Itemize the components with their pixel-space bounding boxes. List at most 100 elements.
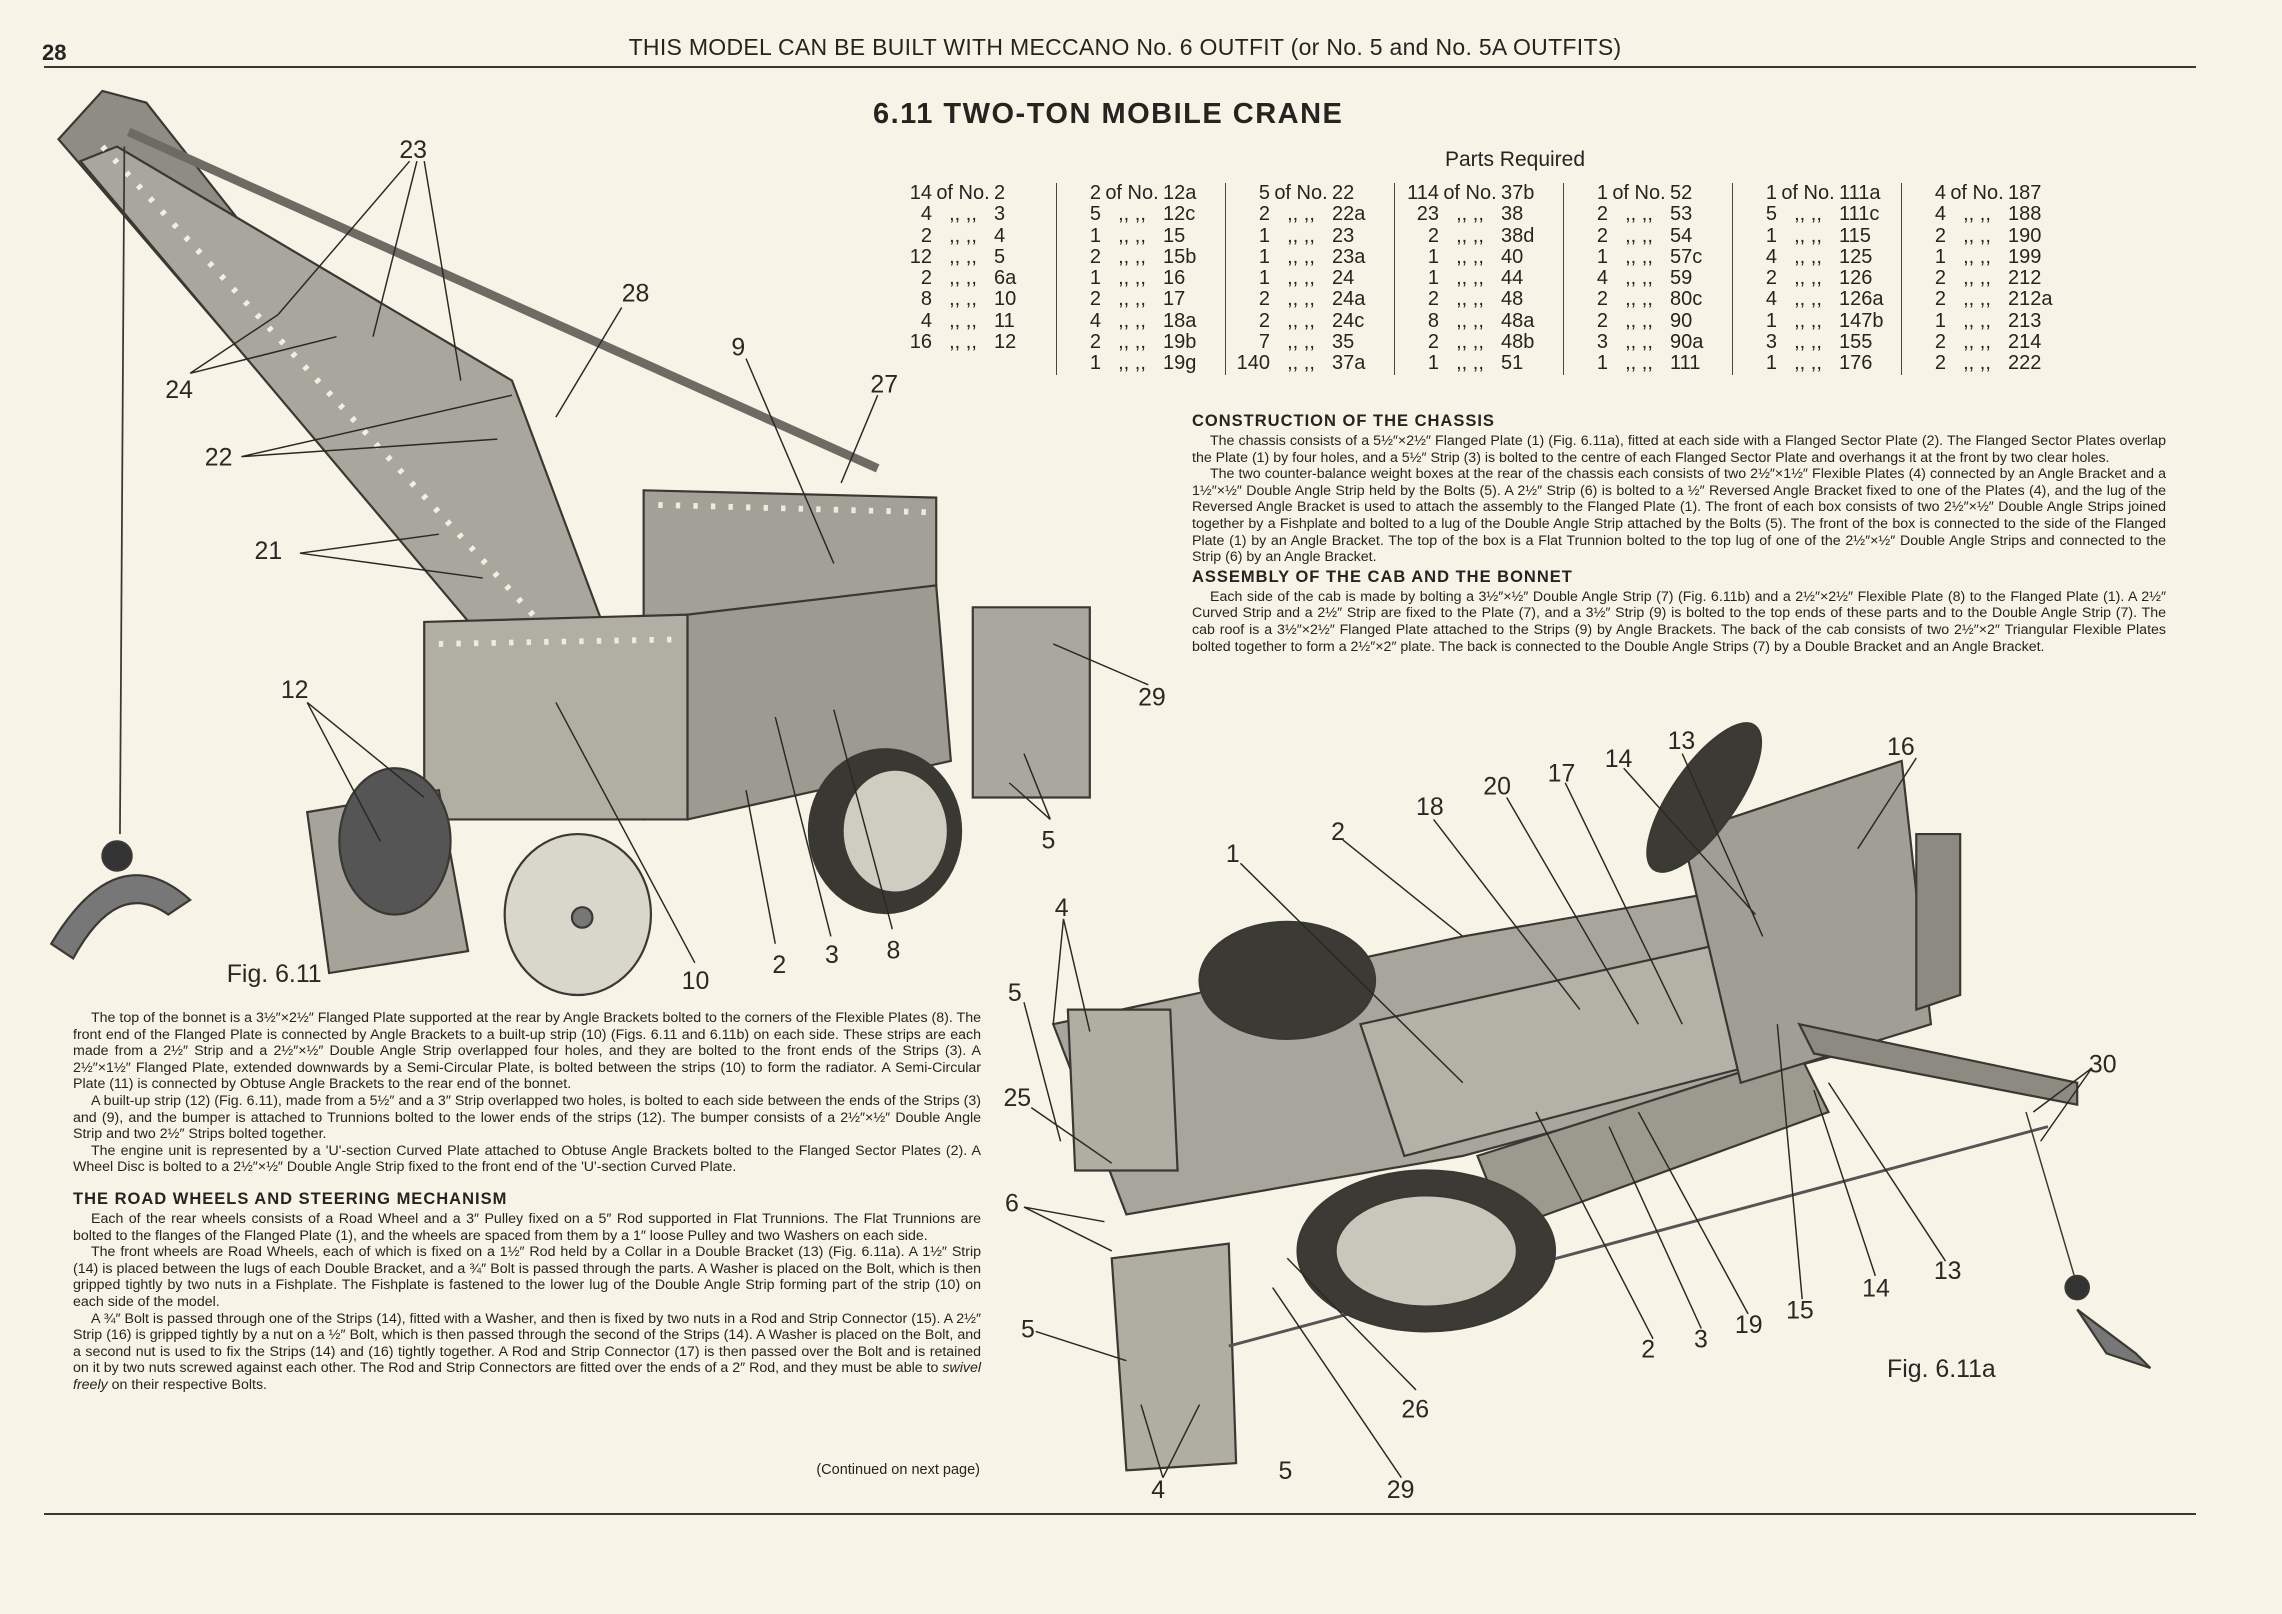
wheels-paragraph: The front wheels are Road Wheels, each o… bbox=[73, 1244, 981, 1310]
part-number: 214 bbox=[2008, 331, 2042, 354]
part-quantity: 2 bbox=[1089, 245, 1101, 268]
parts-row: 23,, ,,38 bbox=[1401, 203, 1551, 226]
part-of-label: ,, ,, bbox=[1287, 203, 1315, 226]
part-number: 18a bbox=[1163, 309, 1197, 332]
part-quantity: 2 bbox=[1427, 288, 1439, 311]
part-number: 126 bbox=[1839, 267, 1873, 290]
parts-row: 4,, ,,125 bbox=[1739, 246, 1889, 268]
part-of-label: of No. bbox=[1443, 182, 1497, 204]
part-number: 6a bbox=[994, 267, 1017, 290]
parts-required-label: Parts Required bbox=[1444, 148, 1586, 171]
parts-row: 4,, ,,18a bbox=[1063, 309, 1213, 332]
right-text-column: CONSTRUCTION OF THE CHASSIS The chassis … bbox=[1192, 410, 2166, 655]
parts-row: 2,, ,,54 bbox=[1570, 224, 1720, 247]
part-quantity: 4 bbox=[920, 203, 932, 226]
parts-row: 1,, ,,15 bbox=[1063, 224, 1213, 247]
part-quantity: 2 bbox=[1258, 203, 1270, 226]
parts-row: 5,, ,,12c bbox=[1063, 203, 1213, 225]
part-of-label: ,, ,, bbox=[1287, 331, 1315, 354]
part-quantity: 1 bbox=[1427, 352, 1439, 375]
page-title: 6.11 TWO-TON MOBILE CRANE bbox=[873, 98, 1344, 130]
parts-row: 2,, ,,222 bbox=[1908, 352, 2058, 375]
part-number: 53 bbox=[1670, 203, 1693, 226]
part-of-label: ,, ,, bbox=[1963, 203, 1991, 226]
part-number: 23a bbox=[1332, 245, 1366, 268]
callout-label: 30 bbox=[2089, 1051, 2117, 1079]
part-of-label: ,, ,, bbox=[949, 309, 977, 332]
parts-row: 1,, ,,176 bbox=[1739, 352, 1889, 375]
part-number: 90a bbox=[1670, 331, 1704, 354]
part-number: 54 bbox=[1670, 224, 1693, 247]
part-quantity: 8 bbox=[920, 288, 932, 311]
callout-label: 12 bbox=[281, 676, 309, 704]
part-quantity: 1 bbox=[1258, 224, 1270, 247]
part-quantity: 1 bbox=[1089, 224, 1101, 247]
page-number: 28 bbox=[42, 40, 67, 65]
cab-heading: ASSEMBLY OF THE CAB AND THE BONNET bbox=[1192, 567, 1573, 586]
parts-row: 1,, ,,199 bbox=[1908, 246, 2058, 268]
parts-row: 2,, ,,48 bbox=[1401, 288, 1551, 311]
callout-label: 24 bbox=[165, 376, 193, 404]
callout-label: 13 bbox=[1668, 727, 1696, 755]
parts-row: 2,, ,,17 bbox=[1063, 289, 1213, 311]
part-of-label: ,, ,, bbox=[1456, 224, 1484, 247]
part-number: 22 bbox=[1332, 182, 1355, 204]
bonnet-paragraph: A built-up strip (12) (Fig. 6.11), made … bbox=[73, 1092, 981, 1143]
part-number: 37a bbox=[1332, 352, 1366, 375]
part-of-label: ,, ,, bbox=[1794, 309, 1822, 332]
part-number: 111 bbox=[1670, 352, 1701, 375]
part-quantity: 2 bbox=[1596, 224, 1608, 247]
part-number: 5 bbox=[994, 245, 1006, 268]
part-of-label: of No. bbox=[1781, 182, 1835, 204]
part-quantity: 8 bbox=[1427, 309, 1439, 332]
part-number: 222 bbox=[2008, 352, 2042, 375]
part-quantity: 23 bbox=[1416, 203, 1439, 226]
part-quantity: 1 bbox=[1089, 267, 1101, 290]
part-of-label: ,, ,, bbox=[949, 245, 977, 268]
callout-label: 26 bbox=[1401, 1396, 1429, 1424]
footer-rule bbox=[44, 1513, 2196, 1515]
part-number: 190 bbox=[2008, 224, 2042, 247]
part-of-label: ,, ,, bbox=[1963, 309, 1991, 332]
fig-6-11-callouts: 23 28 9 27 24 22 21 12 29 5 10 2 3 8 Fig… bbox=[165, 136, 1165, 995]
part-of-label: of No. bbox=[936, 182, 990, 204]
parts-row: 16,, ,,12 bbox=[894, 331, 1044, 353]
parts-row: 1,, ,,23a bbox=[1232, 245, 1382, 268]
parts-row: 4,, ,,188 bbox=[1908, 203, 2058, 226]
callout-label: 25 bbox=[1003, 1084, 1031, 1112]
part-of-label: ,, ,, bbox=[1287, 309, 1315, 332]
part-number: 111a bbox=[1839, 182, 1881, 204]
part-quantity: 4 bbox=[1934, 203, 1946, 226]
part-quantity: 2 bbox=[1934, 331, 1946, 354]
parts-row: 1,, ,,51 bbox=[1401, 352, 1551, 375]
part-of-label: ,, ,, bbox=[1963, 267, 1991, 290]
parts-row: 2,, ,,48b bbox=[1401, 331, 1551, 353]
part-number: 24c bbox=[1332, 309, 1365, 332]
part-of-label: ,, ,, bbox=[1118, 224, 1146, 247]
part-of-label: ,, ,, bbox=[1794, 288, 1822, 311]
parts-row: 2,, ,,126 bbox=[1739, 267, 1889, 290]
callout-label: 4 bbox=[1055, 894, 1069, 922]
parts-row: 2,, ,,53 bbox=[1570, 203, 1720, 226]
part-quantity: 14 bbox=[909, 182, 932, 204]
part-quantity: 4 bbox=[1934, 182, 1946, 204]
part-number: 12a bbox=[1163, 182, 1197, 204]
part-number: 23 bbox=[1332, 224, 1355, 247]
parts-row: 2,, ,,6a bbox=[894, 267, 1044, 290]
part-of-label: ,, ,, bbox=[1118, 267, 1146, 290]
part-number: 90 bbox=[1670, 309, 1693, 332]
part-of-label: ,, ,, bbox=[1794, 352, 1822, 375]
part-of-label: ,, ,, bbox=[1456, 309, 1484, 332]
part-of-label: ,, ,, bbox=[1287, 245, 1315, 268]
fig-6-11a-callouts: 13 16 14 17 20 18 2 1 4 5 25 6 30 13 14 … bbox=[1003, 727, 2116, 1504]
part-number: 2 bbox=[994, 182, 1006, 204]
chassis-paragraph: The two counter-balance weight boxes at … bbox=[1192, 466, 2166, 566]
part-of-label: ,, ,, bbox=[1456, 352, 1484, 375]
parts-row: 5,, ,,111c bbox=[1739, 203, 1889, 225]
parts-row: 2,, ,,90 bbox=[1570, 309, 1720, 332]
parts-row: 2,, ,,38d bbox=[1401, 224, 1551, 247]
